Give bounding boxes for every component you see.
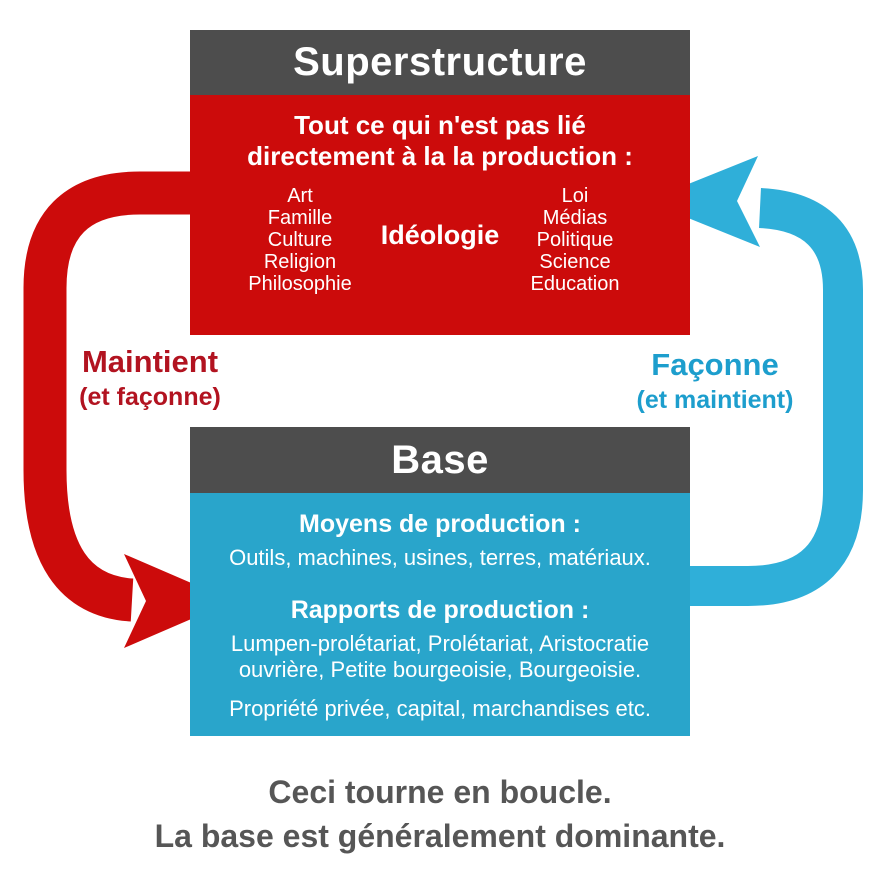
base-title: Base (391, 438, 489, 482)
superstructure-intro-line2: directement à la la production : (247, 141, 633, 171)
superstructure-left-list: Art Famille Culture Religion Philosophie (215, 185, 385, 295)
superstructure-intro: Tout ce qui n'est pas lié directement à … (190, 95, 690, 172)
moyens-title: Moyens de production : (299, 510, 581, 538)
list-item: Philosophie (248, 273, 352, 295)
caption-line1: Ceci tourne en boucle. (268, 774, 612, 810)
list-item: Politique (536, 229, 614, 251)
list-item: Art (287, 185, 313, 207)
list-item: Loi (561, 185, 589, 207)
moyens-text: Outils, machines, usines, terres, matéri… (229, 545, 651, 570)
list-item: Science (539, 251, 611, 273)
superstructure-header: Superstructure (190, 30, 690, 95)
caption-line2: La base est généralement dominante. (154, 818, 726, 854)
rapports-text-line2: ouvrière, Petite bourgeoisie, Bourgeoisi… (238, 657, 642, 682)
superstructure-box: Superstructure Tout ce qui n'est pas lié… (190, 30, 690, 335)
base-box: Base Moyens de production : Outils, mach… (190, 427, 690, 736)
superstructure-right-list: Loi Médias Politique Science Education (490, 185, 660, 295)
list-item: Religion (263, 251, 337, 273)
list-item: Culture (267, 229, 333, 251)
rapports-text-line1: Lumpen-prolétariat, Prolétariat, Aristoc… (230, 631, 650, 656)
list-item: Famille (267, 207, 333, 229)
propriete-text: Propriété privée, capital, marchandises … (229, 696, 651, 721)
bottom-caption: Ceci tourne en boucle. La base est génér… (0, 770, 880, 858)
faconne-sublabel: (et maintient) (636, 386, 794, 414)
base-body: Moyens de production : Outils, machines,… (190, 493, 690, 736)
base-header: Base (190, 427, 690, 493)
superstructure-body: Tout ce qui n'est pas lié directement à … (190, 95, 690, 335)
ideology-label: Idéologie (380, 220, 500, 250)
superstructure-title: Superstructure (293, 40, 587, 84)
maintient-sublabel: (et façonne) (79, 383, 221, 411)
faconne-label-group: Façonne (et maintient) (605, 347, 825, 417)
list-item: Médias (542, 207, 608, 229)
rapports-title: Rapports de production : (290, 596, 590, 624)
superstructure-intro-line1: Tout ce qui n'est pas lié (294, 110, 586, 140)
maintient-label: Maintient (81, 344, 219, 379)
maintient-label-group: Maintient (et façonne) (35, 344, 265, 414)
rapports-text: Lumpen-prolétariat, Prolétariat, Aristoc… (190, 625, 690, 683)
list-item: Education (530, 273, 620, 295)
faconne-label: Façonne (651, 347, 779, 382)
